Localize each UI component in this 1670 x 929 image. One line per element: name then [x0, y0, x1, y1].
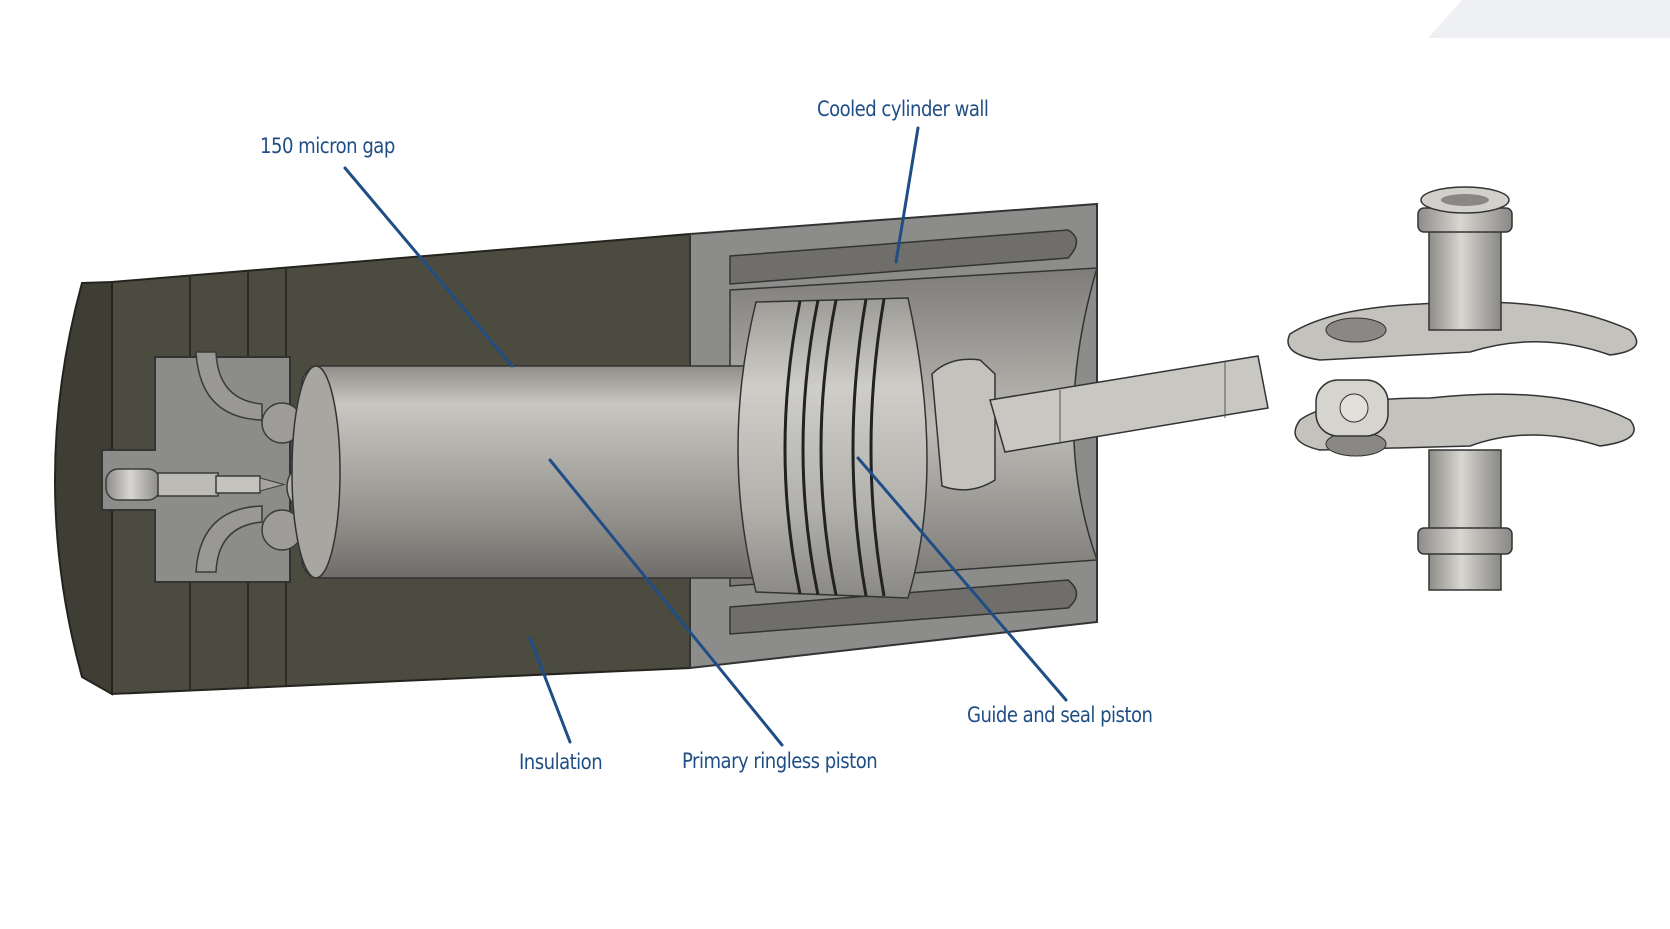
leader-lines — [343, 126, 1068, 747]
label-primary-ringless-piston: Primary ringless piston — [682, 749, 878, 773]
leader-insulation — [528, 636, 572, 744]
label-150-micron-gap: 150 micron gap — [260, 134, 395, 158]
leader-gap — [343, 166, 514, 368]
primary-ringless-piston — [291, 365, 771, 579]
label-guide-and-seal-piston: Guide and seal piston — [967, 703, 1153, 727]
leader-guide-seal — [856, 456, 1068, 702]
lower-port — [195, 505, 263, 573]
crank-assembly — [1287, 186, 1638, 591]
connecting-rod — [931, 355, 1269, 491]
leader-cooled-wall — [894, 126, 920, 264]
corner-accent — [1428, 0, 1670, 38]
label-cooled-cylinder-wall: Cooled cylinder wall — [817, 97, 989, 121]
guide-seal-piston — [737, 297, 928, 599]
upper-port — [195, 351, 263, 421]
label-insulation: Insulation — [519, 750, 603, 774]
leader-primary-piston — [548, 458, 784, 747]
injector — [105, 468, 286, 501]
